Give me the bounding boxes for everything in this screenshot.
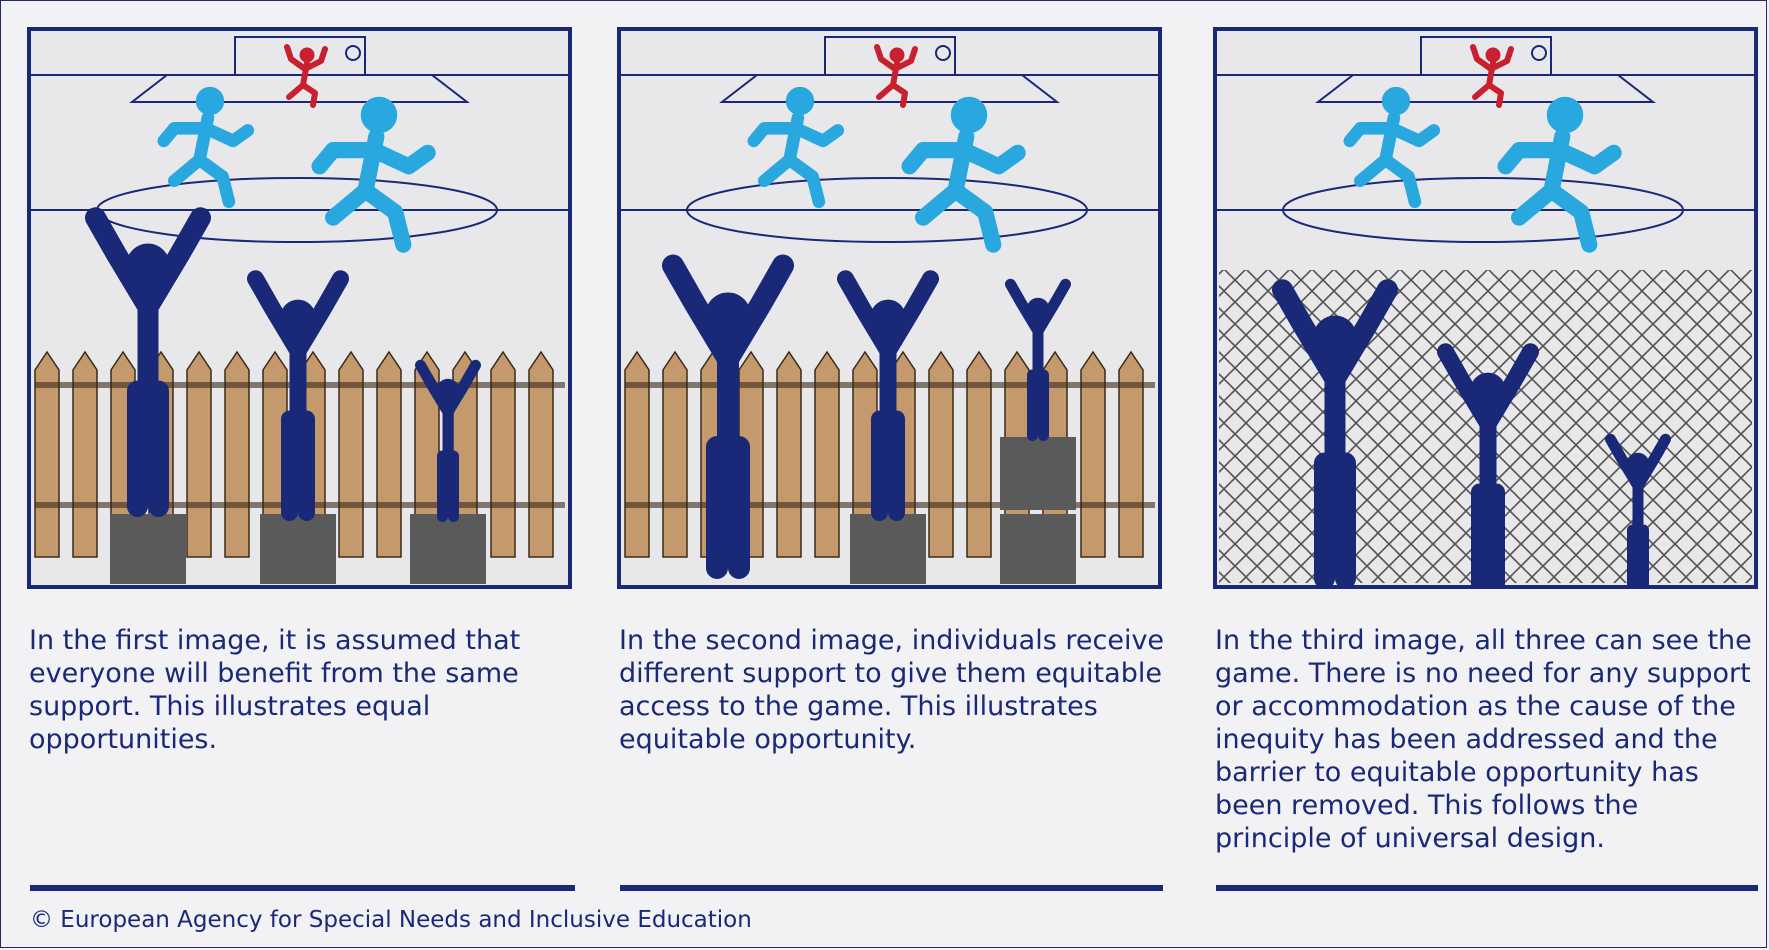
divider: [1216, 885, 1758, 891]
panel-equality: [27, 27, 572, 589]
caption-equity: In the second image, individuals receive…: [619, 625, 1165, 755]
support-box: [1000, 437, 1076, 510]
copyright-notice: © European Agency for Special Needs and …: [30, 907, 752, 933]
goal-area: [621, 36, 1158, 243]
divider: [30, 885, 575, 891]
caption-equality: In the first image, it is assumed that e…: [29, 625, 521, 755]
goal-area: [31, 36, 568, 243]
goal-area: [1217, 36, 1754, 243]
panel-equity: [617, 27, 1162, 589]
divider: [620, 885, 1163, 891]
caption-universal-design: In the third image, all three can see th…: [1215, 625, 1752, 854]
support-box: [1000, 514, 1076, 584]
panel-universal-design: [1213, 27, 1758, 589]
support-box: [410, 514, 486, 584]
support-box: [260, 514, 336, 584]
support-box: [850, 514, 926, 584]
support-box: [110, 514, 186, 584]
